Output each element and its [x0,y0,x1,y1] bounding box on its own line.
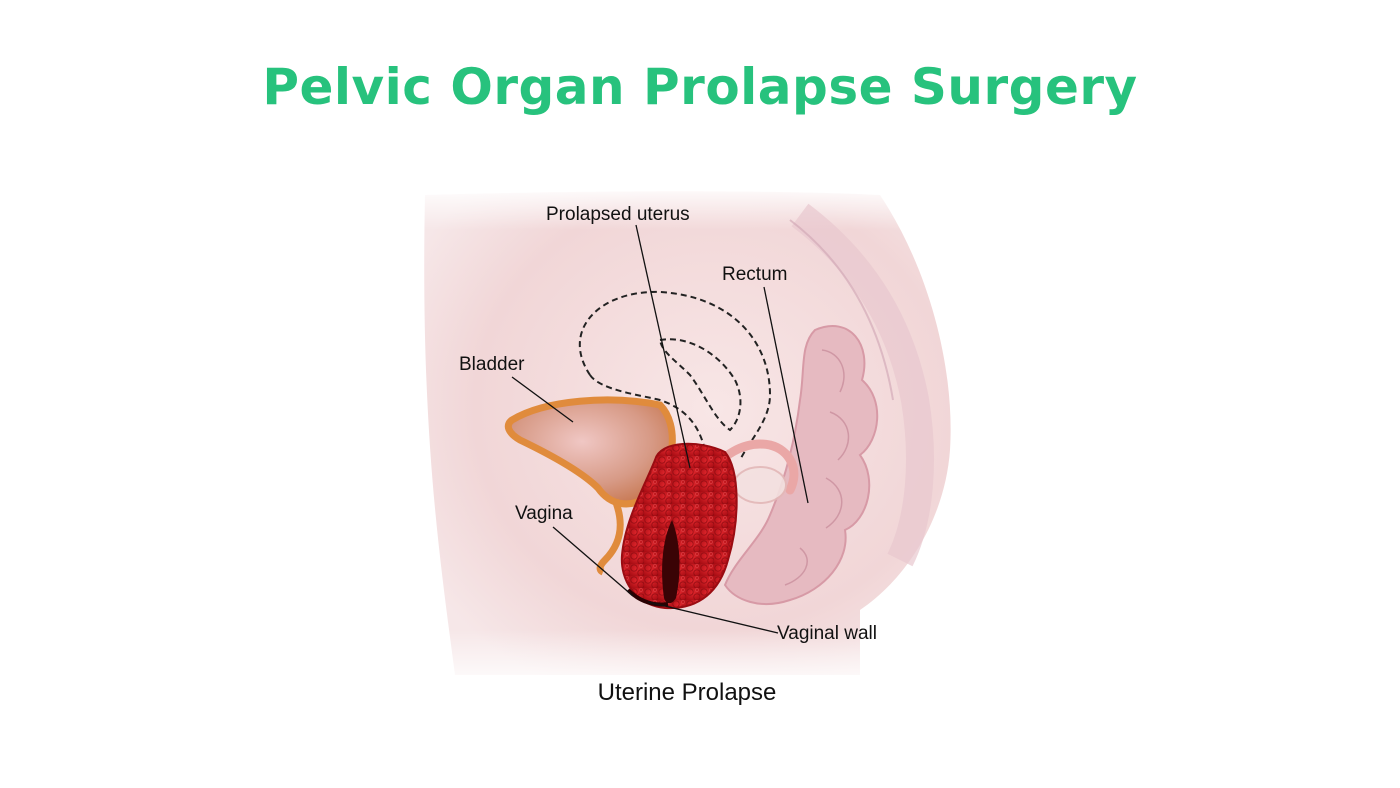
normal-uterus-outline [578,290,772,461]
body-silhouette [410,185,970,690]
label-vaginal-wall: Vaginal wall [777,623,877,644]
label-rectum: Rectum [722,264,787,285]
rectum [723,325,879,605]
leader-lines [511,224,809,634]
prolapsed-uterus [620,442,738,610]
label-vagina: Vagina [515,503,573,524]
label-bladder: Bladder [459,354,525,375]
diagram-caption: Uterine Prolapse [598,679,777,706]
label-prolapsed-uterus: Prolapsed uterus [546,204,690,225]
page-title: Pelvic Organ Prolapse Surgery [262,58,1138,116]
